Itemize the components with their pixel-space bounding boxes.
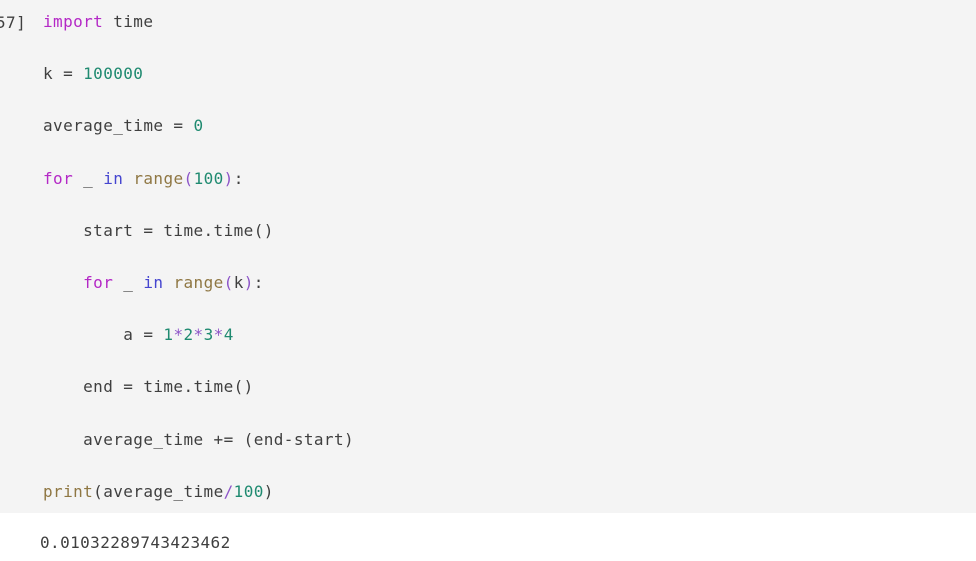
code-line <box>43 139 354 165</box>
code-token: _ <box>113 272 144 292</box>
code-line: average_time = 0 <box>43 113 354 139</box>
code-token <box>163 273 173 292</box>
code-token: 2 <box>183 325 194 345</box>
code-token: * <box>193 325 204 345</box>
code-token: ) <box>243 272 254 292</box>
code-token: ) <box>223 168 234 188</box>
code-token: (average_time <box>93 481 224 501</box>
code-token: _ <box>73 168 104 188</box>
code-token: * <box>173 325 184 345</box>
code-token: for <box>43 168 74 188</box>
code-line <box>43 296 354 322</box>
code-line <box>43 348 354 374</box>
code-line: end = time.time() <box>43 374 354 400</box>
code-token: 100 <box>233 481 264 501</box>
code-cell[interactable]: 57] import time k = 100000 average_time = … <box>0 0 976 513</box>
code-token: 4 <box>223 325 234 345</box>
code-token: ( <box>223 272 234 292</box>
code-line <box>43 35 354 61</box>
code-token: time <box>103 12 154 31</box>
code-token: 1 <box>163 325 174 345</box>
code-token: 100 <box>193 168 224 188</box>
output-text: 0.01032289743423462 <box>40 533 231 552</box>
code-token: range <box>133 168 184 188</box>
code-token: start = time.time() <box>43 220 274 240</box>
code-token: ) <box>263 481 274 501</box>
code-token: in <box>103 168 124 188</box>
code-token: 100000 <box>83 64 144 84</box>
code-token: a = <box>43 325 164 345</box>
code-token: in <box>143 272 164 292</box>
code-line: a = 1*2*3*4 <box>43 322 354 348</box>
code-line: start = time.time() <box>43 218 354 244</box>
code-token: print <box>43 481 94 501</box>
code-token: / <box>223 481 234 501</box>
code-token: * <box>213 325 224 345</box>
code-line: k = 100000 <box>43 61 354 87</box>
code-token <box>43 273 83 292</box>
code-token: average_time += (end-start) <box>43 429 355 449</box>
code-line: for _ in range(100): <box>43 166 354 192</box>
code-line: for _ in range(k): <box>43 270 354 296</box>
code-line <box>43 244 354 270</box>
code-token: k <box>233 272 244 292</box>
code-line <box>43 87 354 113</box>
code-token: : <box>253 272 264 292</box>
execution-count: 57] <box>0 13 27 32</box>
code-token: 3 <box>203 325 214 345</box>
code-token: ( <box>183 168 194 188</box>
code-line: import time <box>43 9 354 35</box>
code-token: 0 <box>193 116 204 136</box>
code-line <box>43 400 354 426</box>
code-token: import <box>43 12 104 31</box>
code-token <box>123 169 133 188</box>
code-line <box>43 192 354 218</box>
code-line: print(average_time/100) <box>43 479 354 505</box>
code-editor[interactable]: import time k = 100000 average_time = 0 for… <box>43 9 354 505</box>
code-token: end = time.time() <box>43 377 254 397</box>
code-token: range <box>173 272 224 292</box>
code-line <box>43 453 354 479</box>
output-area: 0.01032289743423462 <box>0 513 976 561</box>
code-token: k = <box>43 64 84 84</box>
code-token: average_time = <box>43 116 194 136</box>
code-token: : <box>233 168 244 188</box>
code-line: average_time += (end-start) <box>43 427 354 453</box>
code-token: for <box>83 272 114 292</box>
